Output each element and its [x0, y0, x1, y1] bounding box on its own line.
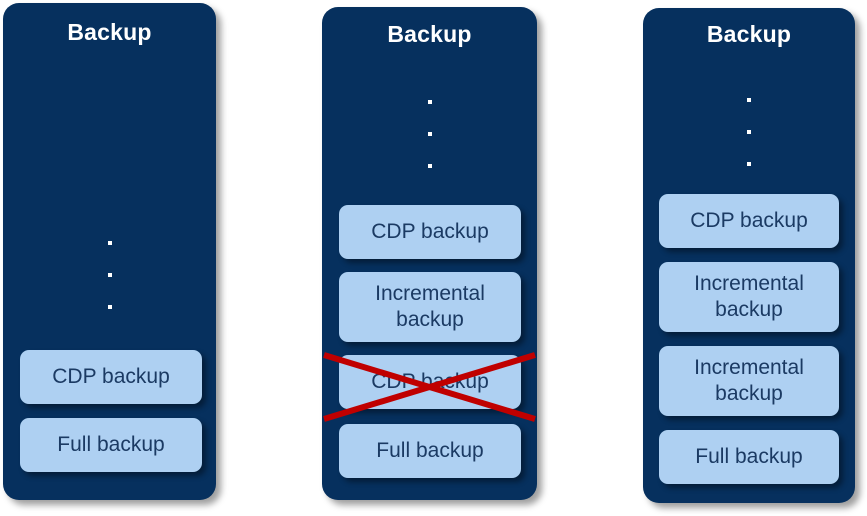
ellipsis-dots-left	[3, 241, 216, 309]
backup-chip-label: Incremental backup	[694, 356, 804, 405]
ellipsis-dot	[107, 241, 112, 245]
backup-chip-label: CDP backup	[690, 209, 808, 232]
backup-chip-label: CDP backup	[371, 370, 489, 393]
panel-title-left: Backup	[67, 19, 152, 45]
backup-chip-incremental-2[interactable]: Incremental backup	[659, 346, 839, 416]
backup-panel-right: Backup CDP backup Incremental backup Inc…	[643, 8, 855, 503]
backup-chip-incremental[interactable]: Incremental backup	[339, 272, 521, 342]
backup-panel-left: Backup CDP backup Full backup	[3, 3, 216, 500]
ellipsis-dot	[107, 273, 112, 277]
backup-chip-label: Full backup	[57, 433, 165, 456]
backup-chip-cdp[interactable]: CDP backup	[339, 205, 521, 259]
backup-chip-label: Full backup	[695, 445, 803, 468]
backup-chip-full[interactable]: Full backup	[659, 430, 839, 484]
panel-title-right: Backup	[706, 21, 792, 47]
backup-chip-label: CDP backup	[371, 220, 489, 243]
ellipsis-dot	[107, 305, 112, 309]
backup-chip-full[interactable]: Full backup	[20, 418, 202, 472]
backup-chip-label: Incremental backup	[375, 282, 485, 331]
backup-chip-label: CDP backup	[52, 365, 170, 388]
ellipsis-dots-right	[643, 98, 855, 166]
ellipsis-dot	[747, 130, 751, 134]
ellipsis-dot	[427, 164, 432, 168]
ellipsis-dot	[747, 162, 751, 166]
backup-chip-cdp[interactable]: CDP backup	[659, 194, 839, 248]
backup-chip-cdp[interactable]: CDP backup	[20, 350, 202, 404]
backup-chip-incremental-1[interactable]: Incremental backup	[659, 262, 839, 332]
backup-chip-full[interactable]: Full backup	[339, 424, 521, 478]
backup-chip-label: Incremental backup	[694, 272, 804, 321]
ellipsis-dots-middle	[322, 100, 537, 168]
backup-chip-label: Full backup	[376, 439, 484, 462]
backup-panel-middle: Backup CDP backup Incremental backup CDP…	[322, 7, 537, 500]
ellipsis-dot	[427, 100, 432, 104]
backup-chip-cdp-removed[interactable]: CDP backup	[339, 355, 521, 409]
panel-title-middle: Backup	[387, 21, 472, 47]
ellipsis-dot	[427, 132, 432, 136]
ellipsis-dot	[747, 98, 751, 102]
